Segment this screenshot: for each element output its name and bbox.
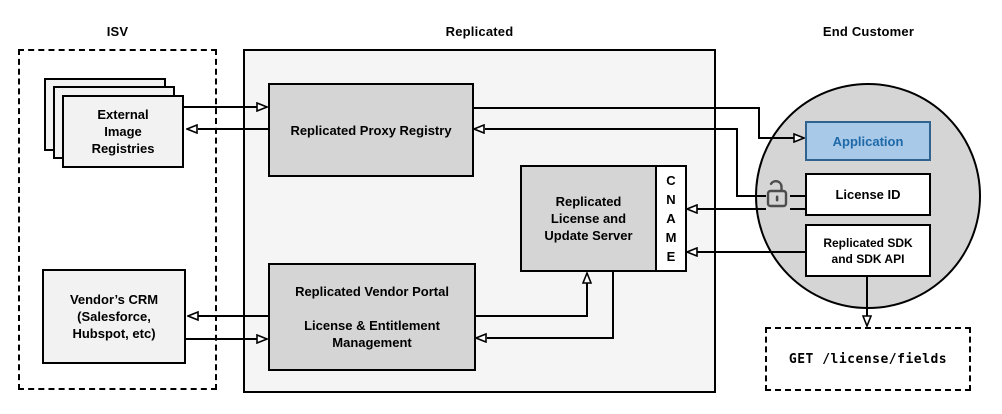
connector-server-to-portal-v: [612, 272, 614, 339]
connector-license-to-proxy-seg1: [736, 195, 766, 197]
connector-sdk-to-get: [866, 277, 868, 317]
connector-portal-to-crm: [198, 315, 268, 317]
connector-proxy-to-application-v: [758, 107, 760, 139]
connector-license-to-proxy-seg2: [790, 195, 805, 197]
connector-portal-to-server-v: [586, 283, 588, 317]
replicated-vendor-portal-node: Replicated Vendor Portal License & Entit…: [268, 263, 476, 371]
arrowhead-icon: [862, 315, 872, 327]
license-id-node: License ID: [805, 173, 931, 216]
cname-node: C N A M E: [655, 165, 687, 272]
arrowhead-icon: [256, 334, 268, 344]
connector-license-to-proxy-v: [736, 128, 738, 197]
connector-license-to-proxy-h: [485, 128, 738, 130]
arrowhead-icon: [256, 102, 268, 112]
section-label-replicated: Replicated: [445, 24, 514, 39]
section-label-isv: ISV: [106, 24, 129, 39]
arrowhead-icon: [582, 272, 592, 284]
connector-registries-to-proxy: [184, 106, 258, 108]
arrowhead-icon: [793, 133, 805, 143]
connector-license-to-cname-seg1: [697, 208, 766, 210]
arrowhead-icon: [186, 124, 198, 134]
application-node: Application: [805, 121, 931, 161]
connector-proxy-to-registries: [198, 128, 268, 130]
connector-proxy-to-application-h2: [758, 137, 795, 139]
arrowhead-icon: [475, 333, 487, 343]
arrowhead-icon: [686, 247, 698, 257]
connector-server-to-portal-h: [487, 337, 614, 339]
connector-license-to-cname-seg2: [790, 208, 805, 210]
connector-crm-to-portal: [186, 338, 258, 340]
external-image-registries-node: External Image Registries: [62, 95, 184, 168]
unlock-icon: [763, 176, 791, 215]
replicated-license-update-server-node: Replicated License and Update Server: [520, 165, 657, 272]
connector-sdk-to-cname: [697, 251, 805, 253]
replicated-proxy-registry-node: Replicated Proxy Registry: [268, 83, 474, 177]
connector-proxy-to-application-h1: [474, 107, 760, 109]
arrowhead-icon: [686, 204, 698, 214]
arrowhead-icon: [473, 124, 485, 134]
arrowhead-icon: [187, 311, 199, 321]
connector-portal-to-server-h: [476, 315, 588, 317]
get-license-fields-node: GET /license/fields: [765, 327, 971, 391]
replicated-sdk-node: Replicated SDK and SDK API: [805, 224, 931, 277]
section-label-end-customer: End Customer: [822, 24, 915, 39]
vendors-crm-node: Vendor’s CRM (Salesforce, Hubspot, etc): [42, 269, 186, 364]
